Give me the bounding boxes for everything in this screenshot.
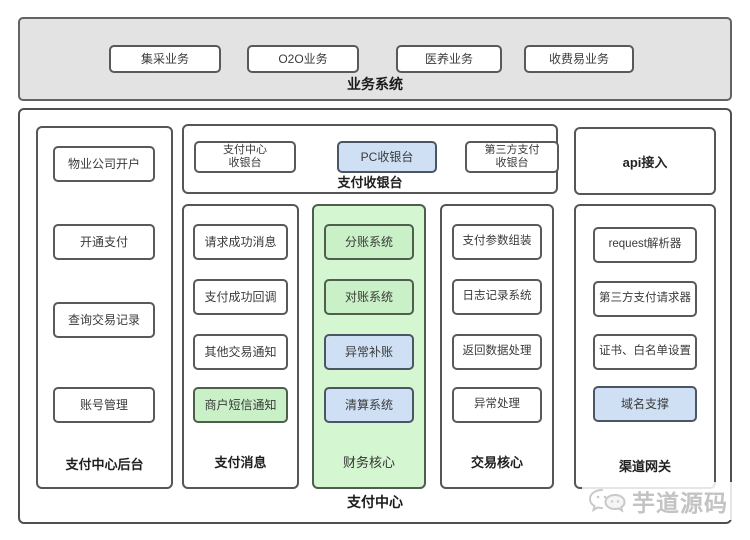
trade-group: 支付参数组装 日志记录系统 返回数据处理 异常处理 交易核心	[440, 204, 554, 489]
backend-group: 物业公司开户 开通支付 查询交易记录 账号管理 支付中心后台	[36, 126, 173, 489]
diagram-box-domain-support: 域名支撑	[593, 386, 697, 422]
diagram-box-param-assemble: 支付参数组装	[452, 224, 542, 260]
payment-center-label: 支付中心	[347, 494, 403, 510]
diagram-box-account-mgmt: 账号管理	[53, 387, 155, 423]
diagram-box-shoufeiyi: 收费易业务	[524, 45, 634, 73]
cashier-group-label: 支付收银台	[337, 175, 403, 190]
backend-group-label: 支付中心后台	[65, 457, 144, 472]
diagram-box-settlement: 清算系统	[324, 387, 414, 423]
watermark: 芋道源码	[582, 482, 734, 520]
diagram-box-o2o: O2O业务	[247, 45, 359, 73]
diagram-box-open-account: 物业公司开户	[53, 146, 155, 182]
gateway-group-label: 渠道网关	[618, 459, 671, 474]
diagram-box-api-access: api接入	[574, 127, 716, 195]
diagram-box-pay-ok-callback: 支付成功回调	[193, 279, 288, 315]
diagram-box-thirdparty-cashier: 第三方支付 收银台	[465, 141, 559, 173]
diagram-box-request-ok-msg: 请求成功消息	[193, 224, 288, 260]
diagram-box-request-parser: request解析器	[593, 227, 697, 263]
watermark-text: 芋道源码	[632, 490, 728, 516]
diagram-box-split-account: 分账系统	[324, 224, 414, 260]
diagram-box-jicai: 集采业务	[109, 45, 221, 73]
diagram-box-abnormal-repair: 异常补账	[324, 334, 414, 370]
diagram-box-exception-handle: 异常处理	[452, 387, 542, 423]
yudao-logo-icon	[588, 487, 628, 515]
diagram-box-other-notify: 其他交易通知	[193, 334, 288, 370]
payment-center-group: 物业公司开户 开通支付 查询交易记录 账号管理 支付中心后台 支付中心 收银台 …	[18, 108, 734, 524]
diagram-box-reconciliation: 对账系统	[324, 279, 414, 315]
messages-group-label: 支付消息	[214, 455, 267, 470]
finance-group: 分账系统 对账系统 异常补账 清算系统 财务核心	[312, 204, 426, 489]
diagram-box-sms-notify: 商户短信通知	[193, 387, 288, 423]
business-system-label: 业务系统	[347, 76, 403, 92]
business-system-group: 集采业务 O2O业务 医养业务 收费易业务 业务系统	[18, 17, 732, 101]
diagram-box-thirdparty-requester: 第三方支付请求器	[593, 281, 697, 317]
diagram-box-center-cashier: 支付中心 收银台	[194, 141, 296, 173]
diagram-box-pc-cashier: PC收银台	[337, 141, 437, 173]
diagram-box-return-data: 返回数据处理	[452, 334, 542, 370]
cashier-group: 支付中心 收银台 PC收银台 第三方支付 收银台 支付收银台	[182, 124, 559, 194]
messages-group: 请求成功消息 支付成功回调 其他交易通知 商户短信通知 支付消息	[182, 204, 299, 489]
diagram-box-query-trade: 查询交易记录	[53, 302, 155, 338]
diagram-box-cert-whitelist: 证书、白名单设置	[593, 334, 697, 370]
trade-group-label: 交易核心	[470, 455, 523, 470]
gateway-group: request解析器 第三方支付请求器 证书、白名单设置 域名支撑 渠道网关	[574, 204, 716, 489]
diagram-box-enable-pay: 开通支付	[53, 224, 155, 260]
finance-group-label: 财务核心	[342, 455, 395, 470]
diagram-box-yiyang: 医养业务	[396, 45, 502, 73]
diagram-box-log-system: 日志记录系统	[452, 279, 542, 315]
